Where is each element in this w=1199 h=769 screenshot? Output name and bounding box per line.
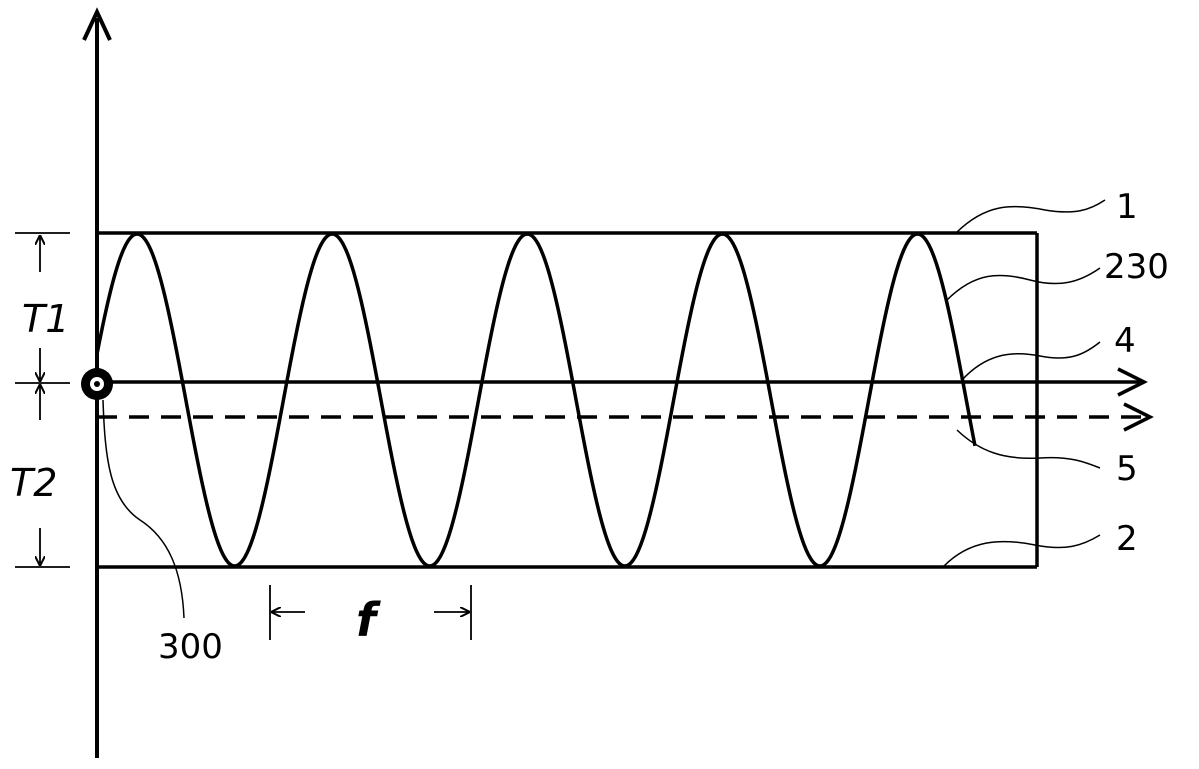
label-ref-2: 2 [1116,519,1138,559]
label-dim-t1: T1 [22,297,69,341]
dashed-axis-arrowhead [1123,402,1154,432]
label-dim-t2: T2 [10,461,57,505]
center-axis-arrowhead [1117,367,1148,397]
sine-wave-230 [95,232,977,568]
origin-marker-dot [94,381,100,387]
label-dim-f: f [356,593,381,647]
label-ref-300: 300 [158,627,223,667]
leader-line-1 [956,199,1106,233]
leader-line-300 [102,399,185,619]
label-ref-4: 4 [1114,321,1136,361]
leader-line-230 [946,267,1101,301]
label-ref-1: 1 [1116,187,1138,227]
leader-line-5 [956,429,1101,469]
leader-line-2 [943,534,1101,567]
vertical-axis-arrowhead [82,7,112,41]
leader-line-4 [961,341,1101,381]
label-ref-5: 5 [1116,449,1138,489]
label-ref-230: 230 [1104,247,1169,287]
